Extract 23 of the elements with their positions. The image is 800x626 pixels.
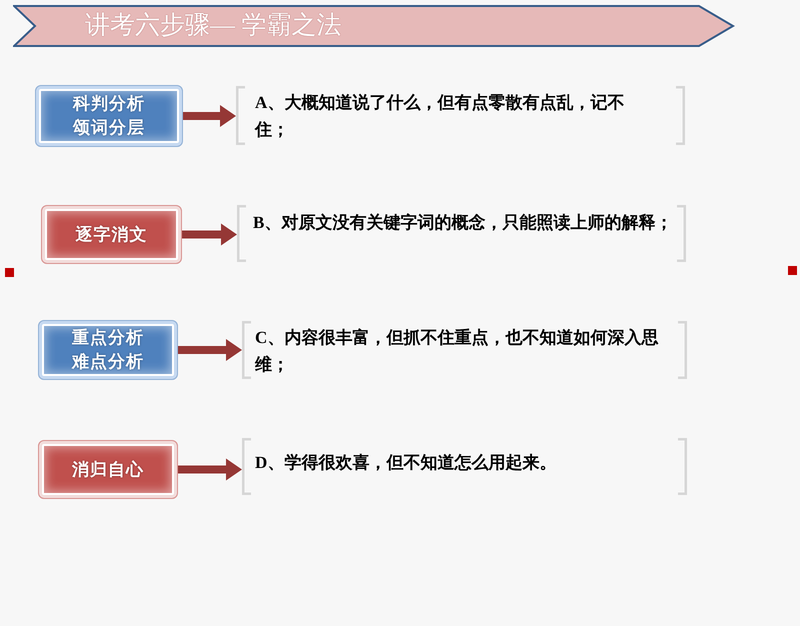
step-box	[35, 85, 183, 147]
arrow	[183, 105, 236, 127]
arrow	[178, 339, 242, 361]
description-text: B、对原文没有关键字词的概念，只能照读上师的解释；	[253, 212, 674, 234]
arrow	[182, 224, 237, 246]
bracket-box	[237, 205, 686, 262]
arrow	[178, 458, 242, 480]
step-box	[41, 205, 182, 264]
bracket-box	[242, 438, 687, 495]
description-text: A、大概知道说了什么，但有点零散有点乱，记不住；	[255, 92, 626, 141]
description-text: C、内容很丰富，但抓不住重点，也不知道如何深入思维；	[255, 327, 660, 376]
box-label: 重点分析	[72, 327, 144, 349]
bracket-box	[236, 86, 685, 145]
title-text: 讲考六步骤— 学霸之法	[85, 11, 342, 41]
box-label: 难点分析	[72, 351, 144, 373]
step-box	[38, 440, 178, 499]
description-text: D、学得很欢喜，但不知道怎么用起来。	[255, 452, 558, 474]
box-label: 逐字消文	[76, 224, 148, 246]
box-label: 科判分析	[73, 93, 145, 115]
bracket-box	[242, 321, 687, 379]
step-box	[38, 320, 178, 380]
box-label: 消归自心	[72, 458, 144, 480]
box-label: 颂词分层	[73, 117, 145, 139]
